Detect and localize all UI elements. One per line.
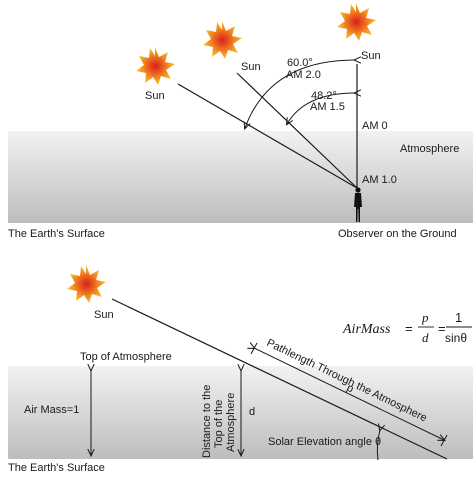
sun-icon-left xyxy=(136,47,175,85)
am-0-label: AM 0 xyxy=(362,120,388,132)
elevation-angle-arc xyxy=(376,430,380,461)
formula-den2: sinθ xyxy=(445,331,467,345)
atmosphere-band-top xyxy=(8,131,473,223)
am-2-label: AM 2.0 xyxy=(286,69,321,81)
sun-label-middle: Sun xyxy=(241,61,261,73)
sun-label-bottom: Sun xyxy=(94,309,114,321)
pathlength-dimension xyxy=(251,343,448,447)
ray-am2 xyxy=(177,83,358,189)
observer-label: Observer on the Ground xyxy=(338,228,457,240)
sun-label-left: Sun xyxy=(145,90,165,102)
earth-surface-label-top: The Earth's Surface xyxy=(8,228,105,240)
sun-label-right: Sun xyxy=(361,50,381,62)
top-of-atmosphere-label: Top of Atmosphere xyxy=(80,351,172,363)
d-label: d xyxy=(249,406,255,418)
sun-icon-middle xyxy=(203,21,242,59)
formula-num1: p xyxy=(421,310,429,325)
air-mass-1-label: Air Mass=1 xyxy=(24,404,79,416)
observer-icon xyxy=(354,187,362,222)
p-label: p xyxy=(345,382,356,395)
arc-48 xyxy=(287,93,355,124)
distance-label-line1: Distance to the xyxy=(201,385,213,458)
formula-eq2: = xyxy=(438,321,446,336)
solar-elevation-label: Solar Elevation angle θ xyxy=(268,436,381,448)
am-1-label: AM 1.0 xyxy=(362,174,397,186)
formula-lhs: AirMass xyxy=(342,322,391,337)
angle-60-label: 60.0° xyxy=(287,57,313,69)
arc-60 xyxy=(245,60,355,128)
formula-den1: d xyxy=(422,330,429,345)
am-15-label: AM 1.5 xyxy=(310,101,345,113)
air-mass-formula: AirMass = p d = 1 sinθ xyxy=(342,310,472,345)
atmosphere-label: Atmosphere xyxy=(400,143,459,155)
angle-48-label: 48.2° xyxy=(311,90,337,102)
earth-surface-label-bottom: The Earth's Surface xyxy=(8,462,105,474)
distance-label-line3: Atmosphere xyxy=(225,393,237,452)
sun-icon-bottom xyxy=(67,265,106,303)
formula-num2: 1 xyxy=(455,310,462,325)
sun-icon-right xyxy=(337,3,376,41)
formula-eq1: = xyxy=(405,321,413,336)
distance-label-line2: Top of the xyxy=(213,400,225,448)
